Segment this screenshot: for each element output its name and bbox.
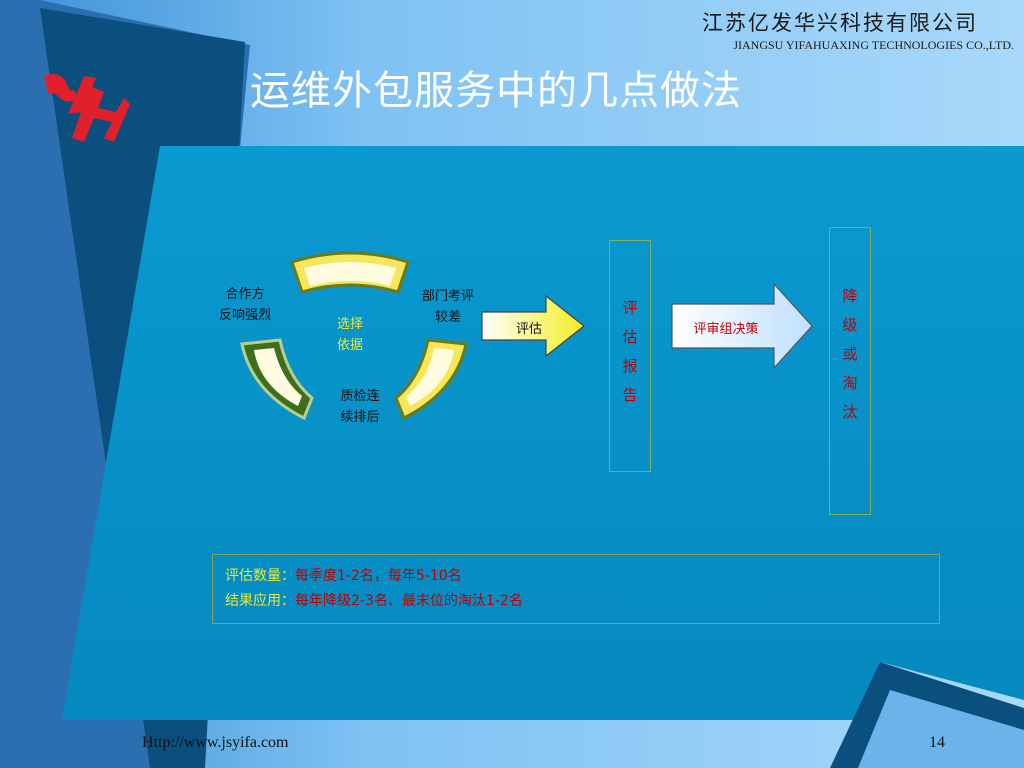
cycle-item-quality-check: 质检连 续排后: [320, 386, 400, 428]
cycle-center-label: 选择 依据: [310, 314, 390, 356]
cycle-item-line: 质检连: [340, 389, 380, 404]
cycle-item-line: 合作方: [225, 287, 265, 302]
assessment-arrow: [481, 294, 585, 358]
assessment-report-char: 报: [622, 357, 638, 375]
yh-logo: [44, 74, 130, 142]
cycle-item-line: 反响强烈: [218, 308, 271, 323]
downgrade-eliminate-char: 级: [842, 316, 858, 334]
downgrade-eliminate-box: [829, 227, 871, 515]
cycle-segment-right: [394, 338, 468, 421]
assessment-report-box: [609, 240, 651, 472]
notes-line-application: 结果应用：每年降级2-3名、最末位的淘汰1-2名: [225, 589, 939, 614]
downgrade-eliminate-text: 降 级 或 淘 汰: [829, 282, 871, 427]
notes-label: 结果应用：: [225, 593, 295, 609]
downgrade-eliminate-char: 淘: [842, 374, 858, 392]
cycle-segment-left: [240, 338, 314, 421]
cycle-diagram: [240, 251, 468, 421]
assessment-report-text: 评 估 报 告: [609, 294, 651, 410]
slide-title: 运维外包服务中的几点做法: [250, 68, 742, 114]
downgrade-eliminate-char: 汰: [842, 403, 858, 421]
notes-text: 每年降级2-3名、最末位的淘汰1-2名: [295, 593, 523, 609]
downgrade-eliminate-char: 降: [842, 287, 858, 305]
page-number: 14: [929, 734, 945, 751]
assessment-arrow-label: 评估: [515, 322, 542, 337]
assessment-report-char: 告: [622, 386, 638, 404]
review-decision-arrow: [671, 282, 813, 370]
company-name-chinese: 江苏亿发华兴科技有限公司: [702, 11, 978, 35]
downgrade-eliminate-char: 或: [842, 345, 858, 363]
cycle-item-partner-feedback: 合作方 反响强烈: [205, 284, 285, 326]
assessment-report-char: 估: [622, 328, 638, 346]
footer-url: Http://www.jsyifa.com: [142, 734, 289, 751]
notes-line-quantity: 评估数量：每季度1-2名，每年5-10名: [225, 564, 939, 589]
cycle-item-department-review: 部门考评 较差: [408, 286, 488, 328]
cycle-item-line: 续排后: [340, 410, 380, 425]
notes-label: 评估数量：: [225, 568, 295, 584]
company-name-english: JIANGSU YIFAHUAXING TECHNOLOGIES CO.,LTD…: [733, 38, 1014, 52]
notes-text: 每季度1-2名，每年5-10名: [295, 568, 462, 584]
cycle-center-line: 选择: [336, 317, 363, 332]
review-decision-label: 评审组决策: [693, 322, 759, 337]
cycle-item-line: 较差: [434, 310, 461, 325]
notes-box: 评估数量：每季度1-2名，每年5-10名 结果应用：每年降级2-3名、最末位的淘…: [212, 554, 940, 624]
cycle-segment-top: [290, 251, 410, 294]
assessment-report-char: 评: [622, 299, 638, 317]
cycle-center-line: 依据: [336, 338, 363, 353]
cycle-item-line: 部门考评: [421, 289, 474, 304]
